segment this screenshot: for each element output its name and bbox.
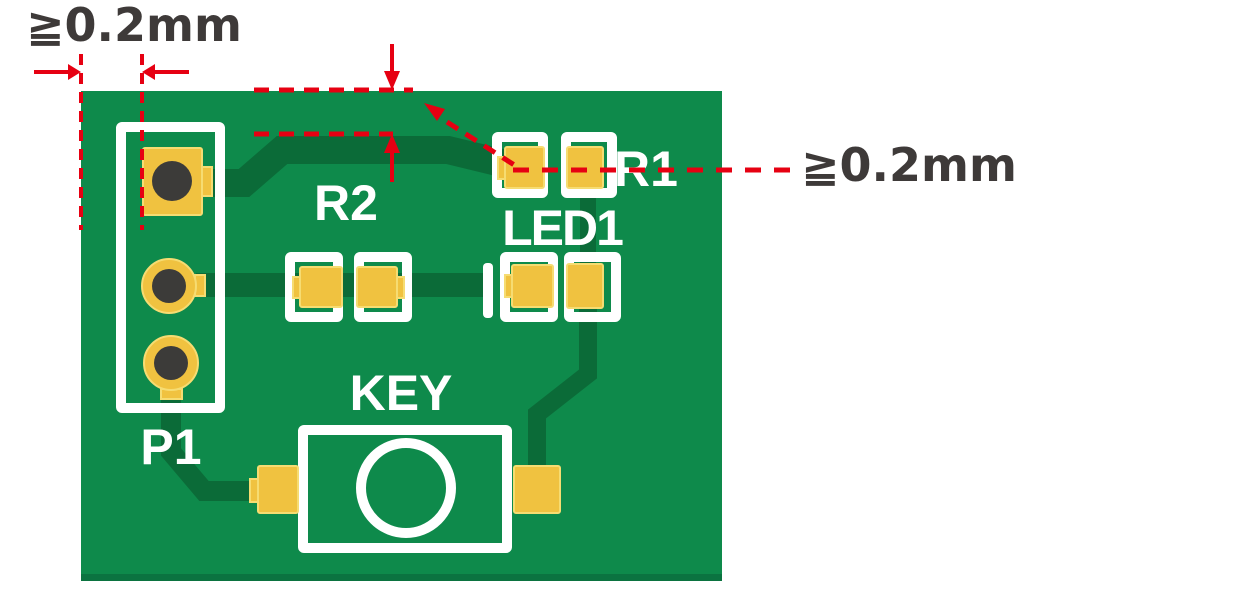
pcb-board-bottom-edge	[81, 574, 722, 581]
r2-pad-right	[356, 266, 398, 308]
key-button-outline	[298, 425, 512, 553]
r2-label: R2	[314, 175, 378, 231]
led1-pad-left	[511, 264, 554, 308]
key-label: KEY	[349, 365, 453, 421]
r1-label: R1	[614, 141, 678, 197]
clearance-label-left: ≧0.2mm	[26, 0, 242, 52]
led1-label: LED1	[502, 200, 624, 256]
r2-pad-left	[299, 266, 343, 308]
led1-cathode-mark	[483, 263, 493, 318]
key-button-circle	[356, 438, 456, 538]
clearance-label-right: ≧0.2mm	[801, 138, 1017, 192]
led1-pad-right	[566, 263, 604, 309]
trace-p1-pad3-to-key	[161, 390, 262, 501]
p1-pad-2-hole	[152, 269, 186, 303]
trace-led1-to-key	[528, 300, 597, 470]
r1-pad-left	[504, 146, 545, 189]
p1-pad-1-hole	[152, 161, 192, 201]
p1-pad-3-hole	[154, 346, 188, 380]
p1-label: P1	[140, 419, 202, 475]
p1-connector-outline	[116, 122, 225, 413]
key-pad-right	[513, 465, 561, 514]
key-pad-left	[257, 465, 299, 514]
